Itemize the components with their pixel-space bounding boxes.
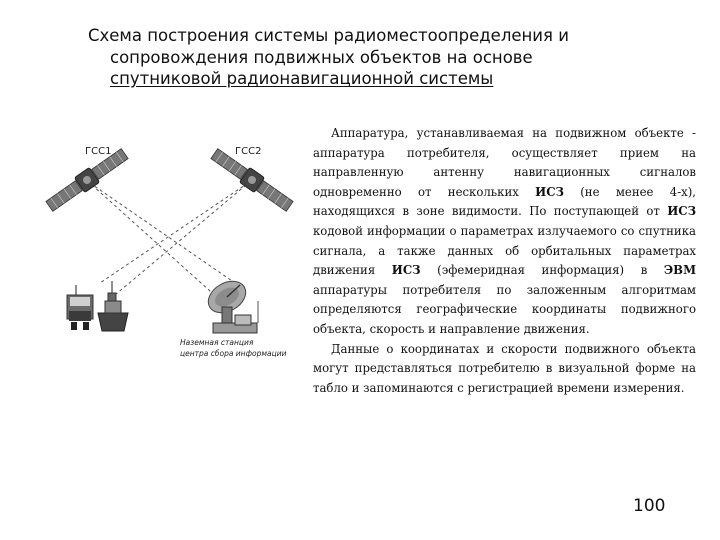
p1-text-5: аппаратуры потребителя по заложенным алг… (313, 282, 696, 336)
page-number: 100 (633, 496, 666, 516)
p1-bold-1: ИСЗ (535, 184, 564, 199)
ground-station-label: Наземная станция центра сбора информации (180, 337, 290, 359)
satellite-1-icon (45, 148, 129, 212)
p1-text-3: кодовой информации о параметрах излучаем… (313, 223, 696, 278)
p1-text-2: (не менее 4-х), находящихся в зоне видим… (313, 184, 697, 219)
paragraph-1: Аппаратура, устанавливаемая на подвижном… (313, 124, 696, 340)
ground-station-dish-icon (207, 280, 259, 334)
title-line-2: сопровождения подвижных объектов на осно… (110, 47, 533, 67)
description-text: Аппаратура, устанавливаемая на подвижном… (313, 124, 696, 398)
p1-bold-4: ЭВМ (663, 263, 697, 278)
ground-station-label-line-2: центра сбора информации (180, 349, 287, 358)
paragraph-2: Данные о координатах и скорости подвижно… (313, 341, 696, 395)
title-line-1: Схема построения системы радиоместоопред… (88, 26, 569, 45)
diagram-graphic (45, 148, 294, 334)
ship-icon (97, 281, 129, 332)
satellite-tracking-diagram: ГСС1 ГСС2 Наземная станция центра сбора … (30, 135, 310, 370)
signal-lines (89, 182, 249, 301)
p1-bold-2: ИСЗ (667, 204, 696, 219)
p1-bold-3: ИСЗ (391, 263, 421, 278)
truck-icon (66, 285, 94, 330)
satellite-2-label: ГСС2 (235, 146, 262, 157)
satellite-1-label: ГСС1 (85, 146, 112, 157)
satellite-2-icon (210, 148, 294, 212)
p1-text-1: Аппаратура, устанавливаемая на подвижном… (313, 126, 696, 199)
title-line-3: спутниковой радионавигационной системы (110, 69, 494, 88)
p1-text-4: (эфемеридная информация) в (420, 263, 664, 278)
slide-title: Схема построения системы радиоместоопред… (88, 25, 648, 90)
ground-station-label-line-1: Наземная станция (180, 338, 254, 347)
